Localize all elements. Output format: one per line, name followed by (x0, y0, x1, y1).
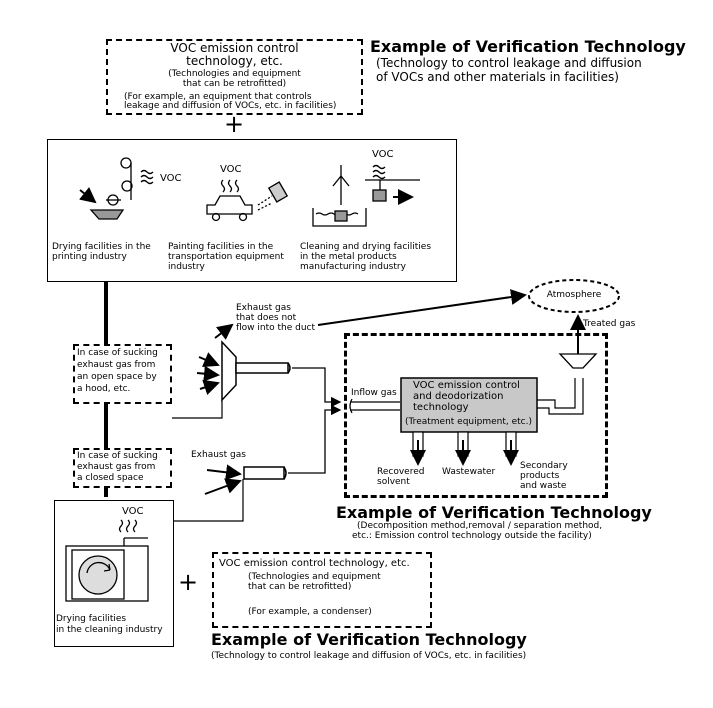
mid-heading-title: Example of Verification Technology (336, 503, 652, 522)
open-space-l2: exhaust gas from (77, 360, 156, 370)
voc-label-cleaning: VOC (372, 149, 394, 160)
cleaning-label-1: Cleaning and drying facilities (300, 242, 432, 252)
cleaning-industry-l1: Drying facilities (56, 614, 127, 624)
facilities-box (47, 139, 457, 282)
treatment-box (400, 377, 538, 433)
voc-label-painting: VOC (220, 164, 242, 175)
printing-label-1: Drying facilities in the (52, 242, 151, 252)
stack-funnel (558, 353, 598, 369)
bottom-box-sub2: that can be retrofitted) (248, 582, 352, 592)
cleaning-label-2: in the metal products (300, 252, 397, 262)
treatment-l2: and deodorization (413, 391, 504, 402)
bottom-box-sub1: (Technologies and equipment (248, 572, 381, 582)
closed-space-l3: a closed space (77, 473, 144, 483)
treatment-region (344, 333, 608, 498)
top-box-example2: leakage and diffusion of VOCs, etc. in f… (124, 101, 337, 111)
hood-icon (221, 340, 291, 402)
dryer-icon (65, 519, 149, 602)
top-heading-line1: (Technology to control leakage and diffu… (376, 56, 642, 70)
top-box-title-line1: VOC emission control (170, 41, 299, 55)
bottom-heading-title: Example of Verification Technology (211, 630, 527, 649)
cleaning-industry-box (54, 500, 174, 647)
secondary-1: Secondary (520, 461, 568, 471)
painting-label-1: Painting facilities in the (168, 242, 274, 252)
inflow-gas-label: Inflow gas (351, 388, 397, 398)
top-box-title-line2: technology, etc. (186, 54, 283, 68)
duct-icon (243, 466, 287, 480)
open-space-l3: an open space by (77, 372, 157, 382)
treated-gas-label: Treated gas (583, 319, 636, 329)
voc-label-printing: VOC (160, 173, 182, 184)
mid-heading-line2: etc.: Emission control technology outsid… (352, 531, 592, 541)
treatment-l3: technology (413, 402, 469, 413)
secondary-2: products (520, 471, 560, 481)
top-box-sub1: (Technologies and equipment (168, 69, 301, 79)
bottom-technology-box (212, 552, 432, 628)
exhaust-gas-label: Exhaust gas (191, 450, 246, 460)
bottom-box-title: VOC emission control technology, etc. (219, 558, 410, 569)
top-technology-box (106, 39, 363, 115)
wastewater-label: Wastewater (442, 467, 496, 477)
exhaust-no-duct-3: flow into the duct (236, 323, 316, 333)
closed-space-box (73, 448, 172, 488)
cleaning-tank-icon (312, 164, 420, 227)
open-space-box (73, 344, 172, 404)
exhaust-no-duct-1: Exhaust gas (236, 303, 291, 313)
bottom-box-example: (For example, a condenser) (248, 607, 372, 617)
open-space-l1: In case of sucking (77, 348, 158, 358)
painting-label-3: industry (168, 262, 205, 272)
painting-car-icon (206, 179, 289, 222)
plus-sign-top: + (224, 110, 245, 138)
top-heading-line2: of VOCs and other materials in facilitie… (376, 70, 619, 84)
printing-icon (79, 157, 154, 220)
bottom-heading-line1: (Technology to control leakage and diffu… (211, 651, 527, 661)
cleaning-industry-l2: in the cleaning industry (56, 625, 163, 635)
cleaning-label-3: manufacturing industry (300, 262, 406, 272)
open-space-l4: a hood, etc. (77, 384, 131, 394)
closed-space-l2: exhaust gas from (77, 462, 156, 472)
treatment-l4: (Treatment equipment, etc.) (405, 417, 532, 427)
secondary-3: and waste (520, 481, 567, 491)
mid-heading-line1: (Decomposition method,removal / separati… (357, 521, 603, 531)
recovered-2: solvent (377, 477, 410, 487)
top-box-example1: (For example, an equipment that controls (124, 92, 312, 102)
painting-label-2: transportation equipment (168, 252, 284, 262)
exhaust-no-duct-2: that does not (236, 313, 297, 323)
top-heading-title: Example of Verification Technology (370, 37, 686, 56)
atmosphere-label: Atmosphere (546, 290, 602, 300)
cleaning-voc-label: VOC (122, 506, 144, 517)
printing-label-2: printing industry (52, 252, 127, 262)
treatment-l1: VOC emission control (413, 380, 520, 391)
recovered-1: Recovered (377, 467, 425, 477)
plus-sign-bottom: + (178, 568, 199, 596)
top-box-sub2: that can be retrofitted) (182, 79, 287, 89)
atmosphere-ellipse (528, 279, 620, 313)
closed-space-l1: In case of sucking (77, 451, 158, 461)
